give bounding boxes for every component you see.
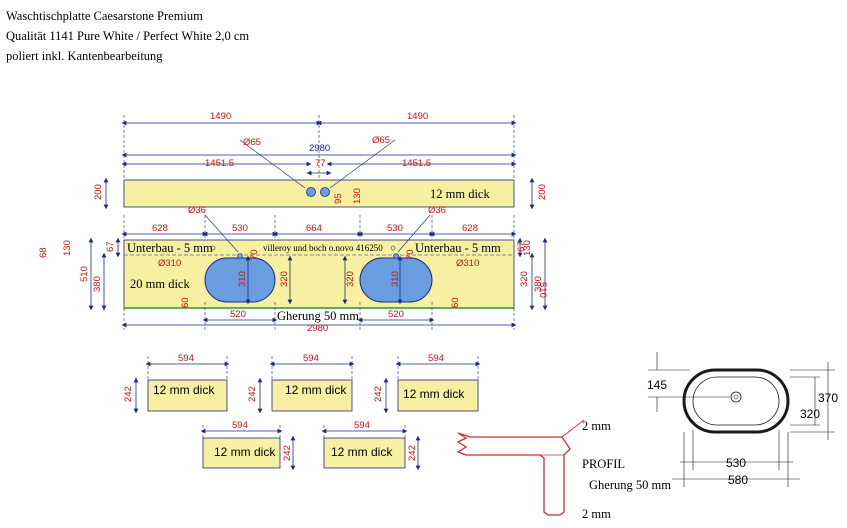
piece-2-height: 242 (247, 386, 258, 402)
dim-628-left: 628 (152, 223, 168, 234)
piece-4-width: 594 (232, 420, 248, 431)
piece-1-label: 12 mm dick (153, 383, 215, 397)
dim-dia65-left: Ø65 (243, 137, 261, 148)
profile-gehrung: Gherung 50 mm (589, 478, 671, 492)
piece-2: 594 242 12 mm dick (247, 353, 355, 414)
basin-dim-320: 320 (800, 407, 820, 421)
dim-320-mid-left: 320 (279, 271, 290, 287)
profile-top-label: 2 mm (582, 419, 611, 433)
dim-380-left: 380 (92, 276, 103, 292)
dim-dia310-left: Ø310 (158, 258, 181, 269)
dim-530-left: 530 (232, 223, 248, 234)
dim-320-mid-right: 320 (345, 271, 356, 287)
tap-hole-left-icon (210, 245, 216, 251)
dim-130-top: 130 (352, 188, 363, 204)
dim-77: 77 (315, 158, 326, 169)
dim-67-left: 67 (105, 241, 116, 252)
main-panel-thickness: 20 mm dick (130, 277, 190, 291)
header-line-3: poliert inkl. Kantenbearbeitung (6, 49, 163, 63)
dim-1451-right: 1451.5 (402, 158, 431, 169)
gehrung-label: Gherung 50 mm (277, 309, 359, 323)
piece-1-height: 242 (123, 386, 134, 402)
top-strip-panel (123, 179, 515, 208)
profile-outline (456, 432, 571, 516)
profile-title: PROFIL (582, 457, 625, 471)
tap-hole-right (320, 187, 330, 197)
overflow-right-icon (393, 253, 399, 259)
overflow-left-icon (237, 253, 243, 259)
basin-dim-580: 580 (728, 473, 748, 487)
piece-5: 594 242 12 mm dick (321, 420, 421, 471)
basin-drain-icon (730, 391, 742, 403)
dim-dia310-right: Ø310 (456, 258, 479, 269)
dim-130-right: 130 (522, 240, 533, 256)
tap-hole-right-icon (390, 245, 396, 251)
piece-3-height: 242 (373, 386, 384, 402)
piece-3-label: 12 mm dick (403, 387, 465, 401)
piece-4-height: 242 (282, 445, 293, 461)
piece-4: 594 242 12 mm dick (200, 420, 296, 471)
basin-inner (692, 376, 780, 426)
piece-1-width: 594 (178, 353, 194, 364)
dim-200-right: 200 (537, 184, 548, 200)
tap-hole-left (306, 187, 316, 197)
piece-4-label: 12 mm dick (214, 445, 276, 459)
piece-3-width: 594 (428, 353, 444, 364)
header-text: Waschtischplatte Caesarstone Premium Qua… (6, 6, 249, 66)
dim-dia36-left: Ø36 (188, 205, 206, 216)
dim-1490-left: 1490 (210, 111, 231, 122)
piece-5-height: 242 (407, 445, 418, 461)
header-line-2: Qualität 1141 Pure White / Perfect White… (6, 29, 250, 43)
piece-2-width: 594 (303, 353, 319, 364)
dim-530-right: 530 (387, 223, 403, 234)
dim-520-right: 520 (388, 309, 404, 320)
dim-310-left: 310 (237, 271, 248, 287)
piece-5-width: 594 (354, 420, 370, 431)
dim-70-left: 70 (249, 249, 260, 260)
dim-60-right: 60 (450, 297, 461, 308)
basin-dim-370: 370 (818, 391, 838, 405)
small-pieces: 594 242 12 mm dick 594 242 12 mm dick 59… (123, 353, 481, 471)
dim-1490-right: 1490 (407, 111, 428, 122)
dim-60-left: 60 (180, 297, 191, 308)
dim-2980-top: 2980 (309, 143, 330, 154)
dim-dia36-right: Ø36 (428, 205, 446, 216)
piece-5-label: 12 mm dick (331, 445, 393, 459)
basin-dim-530: 530 (726, 456, 746, 470)
profile-bottom-label: 2 mm (582, 507, 611, 521)
piece-2-label: 12 mm dick (285, 383, 347, 397)
basin-detail: 145 370 320 530 580 (647, 352, 838, 487)
top-strip: 1490 1490 Ø65 Ø65 2980 1451.5 1451.5 77 … (93, 111, 548, 210)
dim-68-left: 68 (38, 247, 49, 258)
dim-310-right: 310 (390, 271, 401, 287)
dim-510-right: 510 (537, 282, 548, 298)
dim-628-right: 628 (462, 223, 478, 234)
dim-510-left: 510 (79, 266, 90, 282)
dim-1451-left: 1451.5 (205, 158, 234, 169)
unterbau-left: Unterbau - 5 mm (127, 241, 213, 255)
dim-664: 664 (306, 223, 322, 234)
dim-67-right: 67 (516, 241, 527, 252)
unterbau-right: Unterbau - 5 mm (415, 241, 501, 255)
dim-70-right: 70 (405, 249, 416, 260)
piece-1: 594 242 12 mm dick (123, 353, 230, 414)
dim-200-left: 200 (93, 184, 104, 200)
basin-dim-145: 145 (647, 378, 667, 392)
dim-2980-bottom: 2980 (307, 323, 328, 334)
dim-130-left: 130 (62, 240, 73, 256)
main-panel-body (123, 239, 515, 309)
dim-520-left: 520 (230, 309, 246, 320)
dim-dia65-right: Ø65 (372, 135, 390, 146)
dim-320-right: 320 (519, 271, 530, 287)
piece-3: 594 242 12 mm dick (373, 353, 481, 414)
sink-model-label: villeroy und boch o.novo 416250 (263, 243, 383, 253)
main-panel: 628 530 664 530 628 Ø36 Ø36 Unterbau - 5… (38, 205, 548, 334)
profile-detail: 2 mm PROFIL Gherung 50 mm 2 mm (456, 419, 671, 521)
dim-95: 95 (333, 193, 344, 204)
dim-380-right: 380 (533, 276, 544, 292)
header-line-1: Waschtischplatte Caesarstone Premium (6, 9, 203, 23)
top-strip-thickness: 12 mm dick (430, 187, 490, 201)
